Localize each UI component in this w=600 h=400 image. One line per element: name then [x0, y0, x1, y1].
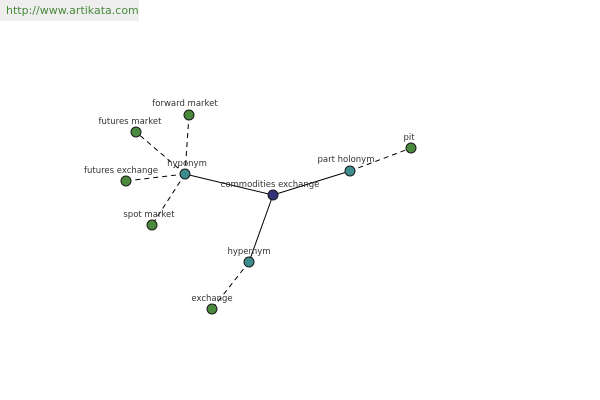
edge-hyponym-forward-market — [184, 114, 190, 175]
label-part-holonym: part holonym — [318, 155, 375, 165]
edge-center-part-holonym — [272, 170, 351, 196]
node-commodities-exchange[interactable] — [267, 189, 279, 201]
edge-hyponym-spot-market — [151, 173, 186, 226]
edge-hyponym-futures-exchange — [125, 173, 186, 182]
label-forward-market: forward market — [152, 99, 218, 109]
node-hyponym[interactable] — [179, 168, 191, 180]
source-url-link[interactable]: http://www.artikata.com — [0, 0, 139, 21]
node-part-holonym[interactable] — [344, 165, 356, 177]
label-exchange: exchange — [191, 294, 232, 304]
node-futures-exchange[interactable] — [120, 175, 132, 187]
label-spot-market: spot market — [123, 210, 175, 220]
edge-center-hyponym — [184, 173, 274, 196]
edge-center-hypernym — [248, 194, 274, 263]
label-hyponym: hyponym — [167, 159, 207, 169]
edge-part-holonym-pit — [349, 147, 412, 172]
node-forward-market[interactable] — [183, 109, 195, 121]
node-hypernym[interactable] — [243, 256, 255, 268]
edge-hypernym-exchange — [211, 261, 250, 310]
label-hypernym: hypernym — [227, 247, 270, 257]
label-commodities-exchange: commodities exchange — [221, 180, 320, 190]
node-pit[interactable] — [405, 142, 417, 154]
node-exchange[interactable] — [206, 303, 218, 315]
label-futures-exchange: futures exchange — [84, 166, 158, 176]
edge-hyponym-futures-market — [135, 131, 186, 175]
node-futures-market[interactable] — [130, 126, 142, 138]
label-futures-market: futures market — [99, 117, 163, 127]
label-pit: pit — [403, 133, 415, 143]
node-spot-market[interactable] — [146, 219, 158, 231]
